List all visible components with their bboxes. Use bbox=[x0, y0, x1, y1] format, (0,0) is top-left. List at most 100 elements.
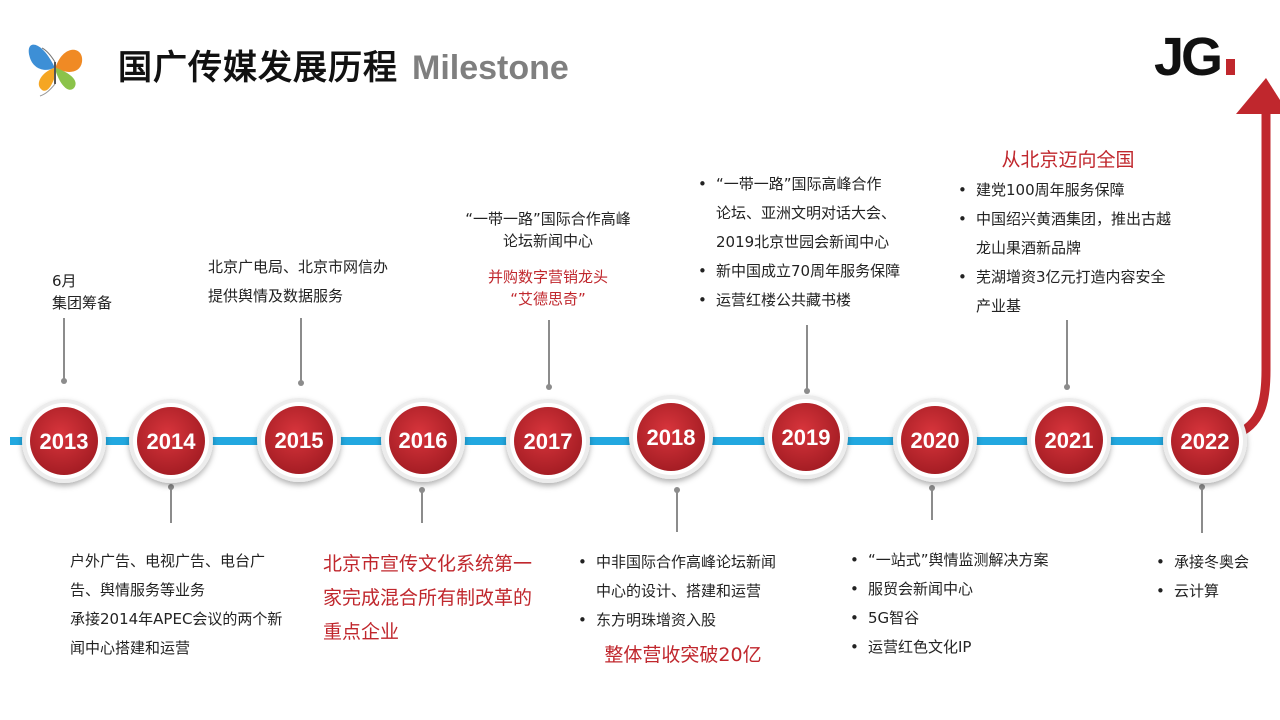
jg-logo: JG bbox=[1154, 27, 1236, 87]
event-2020-item: “一站式”舆情监测解决方案 bbox=[850, 546, 1049, 575]
event-2018-highlight: 整体营收突破20亿 bbox=[604, 644, 762, 666]
year-node-2020: 2020 bbox=[893, 398, 977, 482]
jg-logo-dot bbox=[1226, 59, 1236, 75]
jg-logo-text: JG bbox=[1154, 27, 1223, 87]
year-node-ball bbox=[137, 407, 205, 475]
event-2019-item: “一带一路”国际高峰合作 论坛、亚洲文明对话大会、 2019北京世园会新闻中心 bbox=[698, 170, 900, 257]
year-node-ball bbox=[772, 403, 840, 471]
event-2021-item: 芜湖增资3亿元打造内容安全 产业基 bbox=[958, 263, 1178, 321]
event-2022: 承接冬奥会 云计算 bbox=[1156, 548, 1249, 606]
event-2018-item: 中非国际合作高峰论坛新闻 中心的设计、搭建和运营 bbox=[578, 548, 788, 606]
year-node-2019: 2019 bbox=[764, 395, 848, 479]
year-node-ball bbox=[389, 406, 457, 474]
event-2013-line: 集团筹备 bbox=[52, 294, 113, 312]
butterfly-logo-icon bbox=[28, 44, 83, 97]
event-2013-line: 6月 bbox=[52, 272, 77, 290]
event-2021-item: 建党100周年服务保障 bbox=[958, 176, 1178, 205]
event-2017-highlight: 并购数字营销龙头 bbox=[487, 268, 608, 286]
event-2022-item: 云计算 bbox=[1156, 577, 1249, 606]
event-2019: “一带一路”国际高峰合作 论坛、亚洲文明对话大会、 2019北京世园会新闻中心 … bbox=[698, 170, 900, 315]
year-node-2015: 2015 bbox=[257, 398, 341, 482]
event-2021-line: 芜湖增资3亿元打造内容安全 bbox=[976, 268, 1166, 286]
event-2018-line: 中非国际合作高峰论坛新闻 bbox=[596, 553, 777, 571]
event-2020-item: 5G智谷 bbox=[850, 604, 1049, 633]
event-2017-line: “一带一路”国际合作高峰 bbox=[465, 210, 631, 228]
event-2019-line: 2019北京世园会新闻中心 bbox=[716, 233, 890, 251]
year-node-ball bbox=[265, 406, 333, 474]
event-2018: 中非国际合作高峰论坛新闻 中心的设计、搭建和运营 东方明珠增资入股 整体营收突破… bbox=[578, 548, 788, 671]
event-2016-line: 家完成混合所有制改革的 bbox=[323, 587, 533, 609]
event-2020: “一站式”舆情监测解决方案 服贸会新闻中心 5G智谷 运营红色文化IP bbox=[850, 546, 1049, 662]
year-node-2014: 2014 bbox=[129, 399, 213, 483]
connector-dot-2018 bbox=[674, 487, 680, 493]
event-2021-line: 中国绍兴黄酒集团，推出古越 bbox=[976, 210, 1172, 228]
year-node-ball bbox=[1171, 407, 1239, 475]
event-2021-line: 龙山果酒新品牌 bbox=[976, 239, 1082, 257]
year-label: 2021 bbox=[1045, 428, 1094, 453]
year-node-2017: 2017 bbox=[506, 399, 590, 483]
growth-arrow bbox=[1232, 110, 1271, 440]
event-2017-line: 论坛新闻中心 bbox=[502, 232, 593, 250]
event-2015-line: 提供舆情及数据服务 bbox=[208, 287, 344, 305]
connector-dot-2019 bbox=[804, 388, 810, 394]
event-2018-item: 东方明珠增资入股 bbox=[578, 606, 788, 635]
page-title-en: Milestone bbox=[412, 49, 569, 87]
event-2018-line: 中心的设计、搭建和运营 bbox=[596, 582, 762, 600]
connector-dot-2013 bbox=[61, 378, 67, 384]
year-node-2016: 2016 bbox=[381, 398, 465, 482]
year-label: 2020 bbox=[911, 428, 960, 453]
event-2015: 北京广电局、北京市网信办 提供舆情及数据服务 bbox=[208, 253, 388, 311]
page-title-cn: 国广传媒发展历程 bbox=[118, 48, 398, 88]
event-2020-item: 服贸会新闻中心 bbox=[850, 575, 1049, 604]
event-2022-item: 承接冬奥会 bbox=[1156, 548, 1249, 577]
year-node-2013: 2013 bbox=[22, 399, 106, 483]
year-label: 2018 bbox=[647, 425, 696, 450]
connector-dot-2014 bbox=[168, 484, 174, 490]
event-2019-line: 论坛、亚洲文明对话大会、 bbox=[716, 204, 897, 222]
event-2014-line: 承接2014年APEC会议的两个新 bbox=[70, 610, 283, 628]
event-2019-item: 新中国成立70周年服务保障 bbox=[698, 257, 900, 286]
year-node-ball bbox=[901, 406, 969, 474]
event-2015-line: 北京广电局、北京市网信办 bbox=[208, 258, 389, 276]
event-2021: 从北京迈向全国 建党100周年服务保障 中国绍兴黄酒集团，推出古越 龙山果酒新品… bbox=[958, 144, 1178, 321]
year-label: 2013 bbox=[40, 429, 89, 454]
year-label: 2015 bbox=[275, 428, 324, 453]
event-2014-line: 户外广告、电视广告、电台广 bbox=[70, 552, 266, 570]
event-2013: 6月 集团筹备 bbox=[52, 270, 112, 314]
event-2017-highlight: “艾德思奇” bbox=[510, 290, 586, 308]
year-node-ball bbox=[1035, 406, 1103, 474]
event-2021-heading: 从北京迈向全国 bbox=[1001, 149, 1135, 171]
connector-dot-2015 bbox=[298, 380, 304, 386]
event-2014-line: 闻中心搭建和运营 bbox=[70, 639, 191, 657]
year-label: 2019 bbox=[782, 425, 831, 450]
growth-arrow-head bbox=[1236, 78, 1280, 114]
year-node-ball bbox=[637, 403, 705, 471]
connector-dot-2016 bbox=[419, 487, 425, 493]
year-label: 2014 bbox=[147, 429, 197, 454]
event-2016: 北京市宣传文化系统第一 家完成混合所有制改革的 重点企业 bbox=[323, 547, 532, 649]
connector-dot-2017 bbox=[546, 384, 552, 390]
event-2014-line: 告、舆情服务等业务 bbox=[70, 581, 206, 599]
event-2019-line: “一带一路”国际高峰合作 bbox=[716, 175, 882, 193]
event-2014: 户外广告、电视广告、电台广 告、舆情服务等业务 承接2014年APEC会议的两个… bbox=[70, 547, 282, 663]
year-node-ball bbox=[30, 407, 98, 475]
year-label: 2022 bbox=[1181, 429, 1230, 454]
connector-dot-2021 bbox=[1064, 384, 1070, 390]
year-node-2018: 2018 bbox=[629, 395, 713, 479]
year-node-2022: 2022 bbox=[1163, 399, 1247, 483]
year-label: 2017 bbox=[524, 429, 573, 454]
year-node-ball bbox=[514, 407, 582, 475]
event-2017: “一带一路”国际合作高峰 论坛新闻中心 并购数字营销龙头 “艾德思奇” bbox=[448, 208, 648, 310]
event-2021-item: 中国绍兴黄酒集团，推出古越 龙山果酒新品牌 bbox=[958, 205, 1178, 263]
connector-dot-2022 bbox=[1199, 484, 1205, 490]
event-2019-item: 运营红楼公共藏书楼 bbox=[698, 286, 900, 315]
page-title: 国广传媒发展历程 Milestone bbox=[118, 40, 569, 89]
event-2016-line: 重点企业 bbox=[323, 621, 400, 643]
connector-dot-2020 bbox=[929, 485, 935, 491]
year-label: 2016 bbox=[399, 428, 448, 453]
event-2020-item: 运营红色文化IP bbox=[850, 633, 1049, 662]
year-node-2021: 2021 bbox=[1027, 398, 1111, 482]
event-2021-line: 产业基 bbox=[976, 297, 1022, 315]
event-2016-line: 北京市宣传文化系统第一 bbox=[323, 553, 533, 575]
